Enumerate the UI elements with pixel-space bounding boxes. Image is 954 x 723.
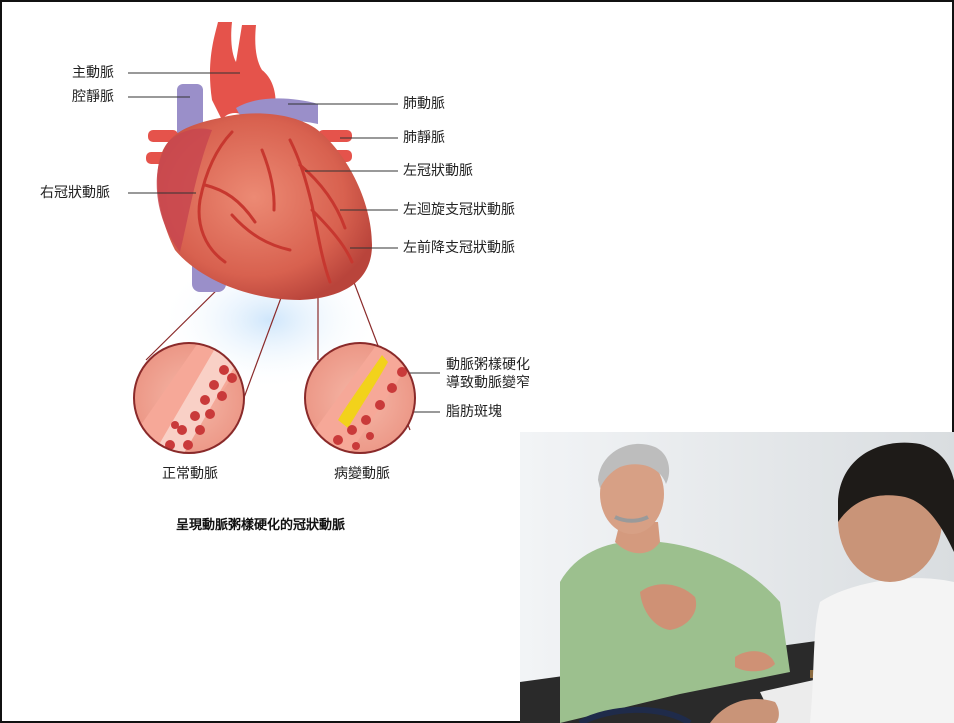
label-aorta: 主動脈 [72, 65, 114, 81]
label-left-anterior-descending: 左前降支冠狀動脈 [403, 240, 515, 256]
label-pulmonary-artery: 肺動脈 [403, 96, 445, 112]
label-pulmonary-vein: 肺靜脈 [403, 130, 445, 146]
label-right-coronary: 右冠狀動脈 [40, 185, 110, 201]
label-atherosclerosis-1: 動脈粥樣硬化 [446, 357, 530, 373]
figure-caption: 呈現動脈粥樣硬化的冠狀動脈 [176, 514, 345, 533]
doctor-body [810, 578, 954, 723]
photo-illustration [520, 432, 954, 723]
patient-doctor-photo [520, 432, 954, 723]
label-left-coronary: 左冠狀動脈 [403, 163, 473, 179]
label-left-circumflex: 左迴旋支冠狀動脈 [403, 202, 515, 218]
label-diseased-artery: 病變動脈 [334, 466, 390, 482]
label-normal-artery: 正常動脈 [162, 466, 218, 482]
label-fatty-plaque: 脂肪斑塊 [446, 404, 502, 420]
label-atherosclerosis-2: 導致動脈變窄 [446, 375, 530, 391]
label-vena-cava: 腔靜脈 [72, 89, 114, 105]
